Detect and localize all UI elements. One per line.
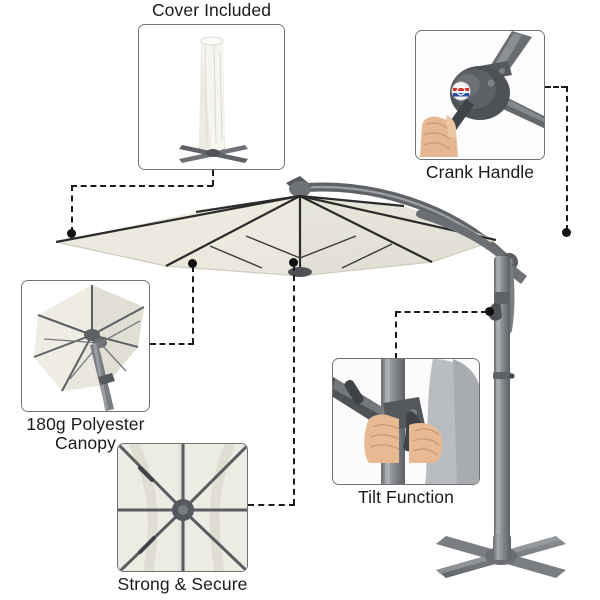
cover-connector-dot xyxy=(67,229,76,238)
callout-crank-handle-label: Crank Handle xyxy=(425,162,535,182)
callout-strong-and-secure-label: Strong & Secure xyxy=(117,574,248,594)
callout-cover-included[interactable]: Cover Included xyxy=(138,1,285,170)
crank-connector-segment-1 xyxy=(545,86,567,88)
umbrella-cover-image xyxy=(139,25,284,169)
tilt-lever-on-pole xyxy=(488,292,510,321)
cross-base xyxy=(436,534,566,578)
canopy-connector-segment-2 xyxy=(150,343,194,345)
callout-tilt-function[interactable]: Tilt Function xyxy=(332,358,480,506)
callout-polyester-canopy-frame xyxy=(21,280,150,412)
polyester-canopy-image xyxy=(22,281,149,411)
callout-polyester-canopy-label: 180g Polyester Canopy xyxy=(26,414,145,453)
secure-connector-dot xyxy=(289,258,298,267)
callout-polyester-canopy[interactable]: 180g Polyester Canopy xyxy=(21,280,150,452)
callout-strong-and-secure-frame xyxy=(117,443,248,572)
tilt-connector-dot xyxy=(485,307,494,316)
callout-tilt-function-label: Tilt Function xyxy=(358,487,454,507)
callout-cover-included-frame xyxy=(138,24,285,170)
crank-connector-segment-2 xyxy=(566,86,568,231)
tilt-function-image xyxy=(333,359,479,484)
tilt-connector-segment-1 xyxy=(395,311,487,313)
crank-handle-image xyxy=(416,31,544,159)
callout-cover-included-label: Cover Included xyxy=(151,0,272,21)
callout-strong-and-secure[interactable]: Strong & Secure xyxy=(117,443,248,593)
callout-tilt-function-frame xyxy=(332,358,480,485)
secure-connector-segment-2 xyxy=(248,504,295,506)
cover-connector-segment-2 xyxy=(71,185,213,187)
canopy-connector-dot xyxy=(188,259,197,268)
cover-connector-segment-1 xyxy=(212,170,214,186)
crank-connector-dot xyxy=(562,228,571,237)
callout-crank-handle[interactable]: Crank Handle xyxy=(415,30,545,181)
secure-connector-segment-1 xyxy=(293,265,295,505)
canopy xyxy=(55,194,497,277)
tilt-connector-segment-2 xyxy=(395,311,397,359)
cover-connector-segment-3 xyxy=(71,185,73,233)
canopy-connector-segment-1 xyxy=(192,266,194,344)
strong-and-secure-image xyxy=(118,444,247,571)
callout-crank-handle-frame xyxy=(415,30,545,160)
